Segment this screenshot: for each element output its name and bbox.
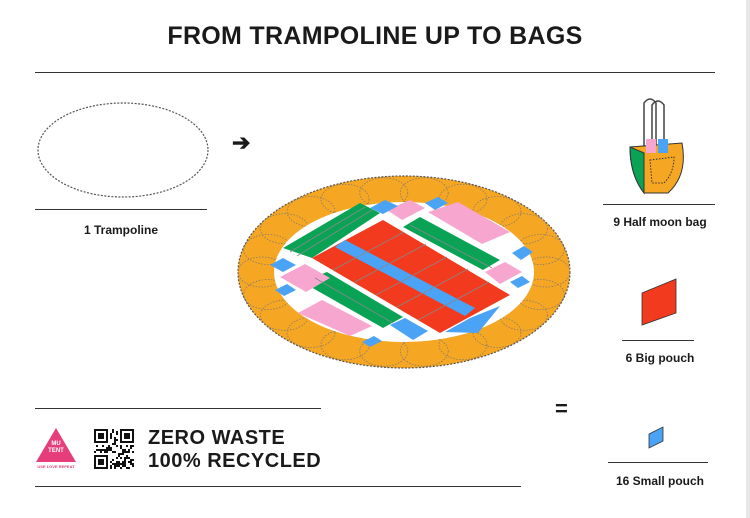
trampoline-outline-icon: [37, 102, 209, 198]
rim-tile: [359, 335, 409, 367]
logo-tagline: USE LOVE REPEAT: [37, 464, 75, 469]
pink-patch: [280, 264, 330, 292]
rim-tile: [515, 234, 565, 265]
blue-patch: [390, 318, 428, 340]
pink-patch: [387, 200, 425, 220]
product-label-half-moon-bag: 9 Half moon bag: [613, 215, 707, 229]
product-divider: [608, 462, 708, 463]
green-strip: [283, 203, 380, 258]
pink-patch: [298, 300, 372, 336]
mutent-logo: MU TENT USE LOVE REPEAT: [35, 427, 77, 471]
recycled-text: 100% RECYCLED: [148, 450, 322, 472]
product-divider: [622, 340, 694, 341]
half-moon-bag-icon: [629, 98, 684, 195]
page-edge: [746, 0, 750, 518]
product-label-small-pouch: 16 Small pouch: [615, 474, 705, 488]
pink-patch: [485, 262, 522, 284]
rim-tile: [399, 335, 449, 367]
source-divider: [35, 209, 207, 210]
rim-tile: [521, 256, 571, 288]
blue-patch: [275, 284, 296, 296]
product-label-big-pouch: 6 Big pouch: [625, 351, 695, 365]
blue-patch: [270, 258, 296, 272]
green-strip: [403, 217, 500, 270]
rim-tile: [286, 317, 336, 348]
blue-patch: [425, 197, 448, 210]
qr-code-icon[interactable]: [94, 429, 134, 469]
rim-tile: [499, 213, 548, 245]
blue-patch: [512, 246, 533, 260]
title-divider: [35, 72, 715, 73]
big-pouch-icon: [641, 278, 677, 326]
blue-patch: [370, 200, 398, 214]
rim-tile: [438, 329, 488, 361]
logo-text: MU: [51, 441, 61, 447]
blue-patch: [445, 306, 500, 333]
rim-tile: [499, 299, 548, 331]
small-pouch-icon: [648, 426, 664, 449]
cut-lines: [289, 206, 493, 324]
product-divider: [603, 204, 715, 205]
footer-divider-top: [35, 408, 321, 409]
blue-patch: [362, 336, 382, 347]
zero-waste-text: ZERO WASTE: [148, 427, 286, 449]
blue-strip: [335, 240, 475, 316]
arrow-right-icon: ➔: [232, 130, 251, 155]
page-title: FROM TRAMPOLINE UP TO BAGS: [167, 22, 583, 50]
logo-text: TENT: [48, 448, 64, 454]
equals-sign: =: [555, 396, 568, 421]
pink-patch: [428, 202, 510, 244]
footer-divider-bottom: [35, 486, 521, 487]
source-label: 1 Trampoline: [83, 223, 159, 237]
blue-patch: [510, 276, 530, 288]
rim-tile: [515, 279, 565, 310]
rim-tile: [472, 317, 522, 348]
